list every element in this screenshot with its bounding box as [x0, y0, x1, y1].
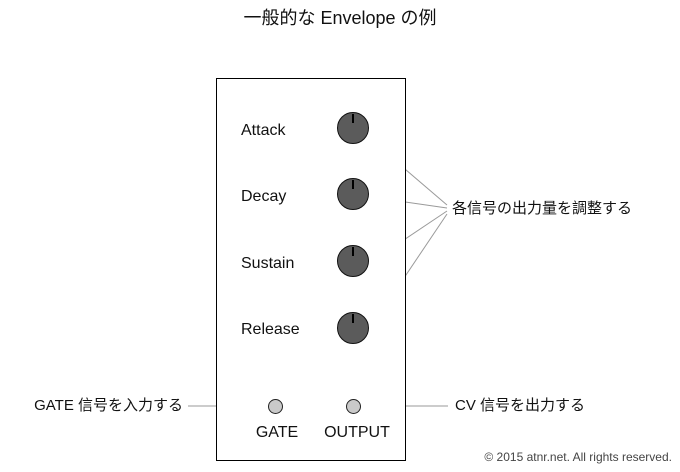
copyright-text: © 2015 atnr.net. All rights reserved.	[484, 450, 672, 464]
knob-label-release: Release	[241, 321, 300, 338]
knob-label-attack: Attack	[241, 122, 286, 139]
release-knob	[337, 312, 369, 344]
gate-jack-label: GATE	[255, 424, 299, 441]
output-jack	[346, 399, 361, 414]
decay-knob	[337, 178, 369, 210]
cv-annotation: CV 信号を出力する	[455, 397, 586, 414]
gate-jack	[268, 399, 283, 414]
knobs-annotation: 各信号の出力量を調整する	[452, 200, 633, 217]
attack-knob	[337, 112, 369, 144]
knob-pointer-icon	[352, 180, 354, 189]
knob-pointer-icon	[352, 114, 354, 123]
knob-pointer-icon	[352, 247, 354, 256]
envelope-module-panel	[216, 78, 406, 461]
knob-label-sustain: Sustain	[241, 255, 295, 272]
knob-label-decay: Decay	[241, 188, 287, 205]
page-title: 一般的な Envelope の例	[243, 8, 437, 28]
knob-pointer-icon	[352, 314, 354, 323]
sustain-knob	[337, 245, 369, 277]
gate-annotation: GATE 信号を入力する	[34, 397, 183, 414]
output-jack-label: OUTPUT	[324, 424, 390, 441]
